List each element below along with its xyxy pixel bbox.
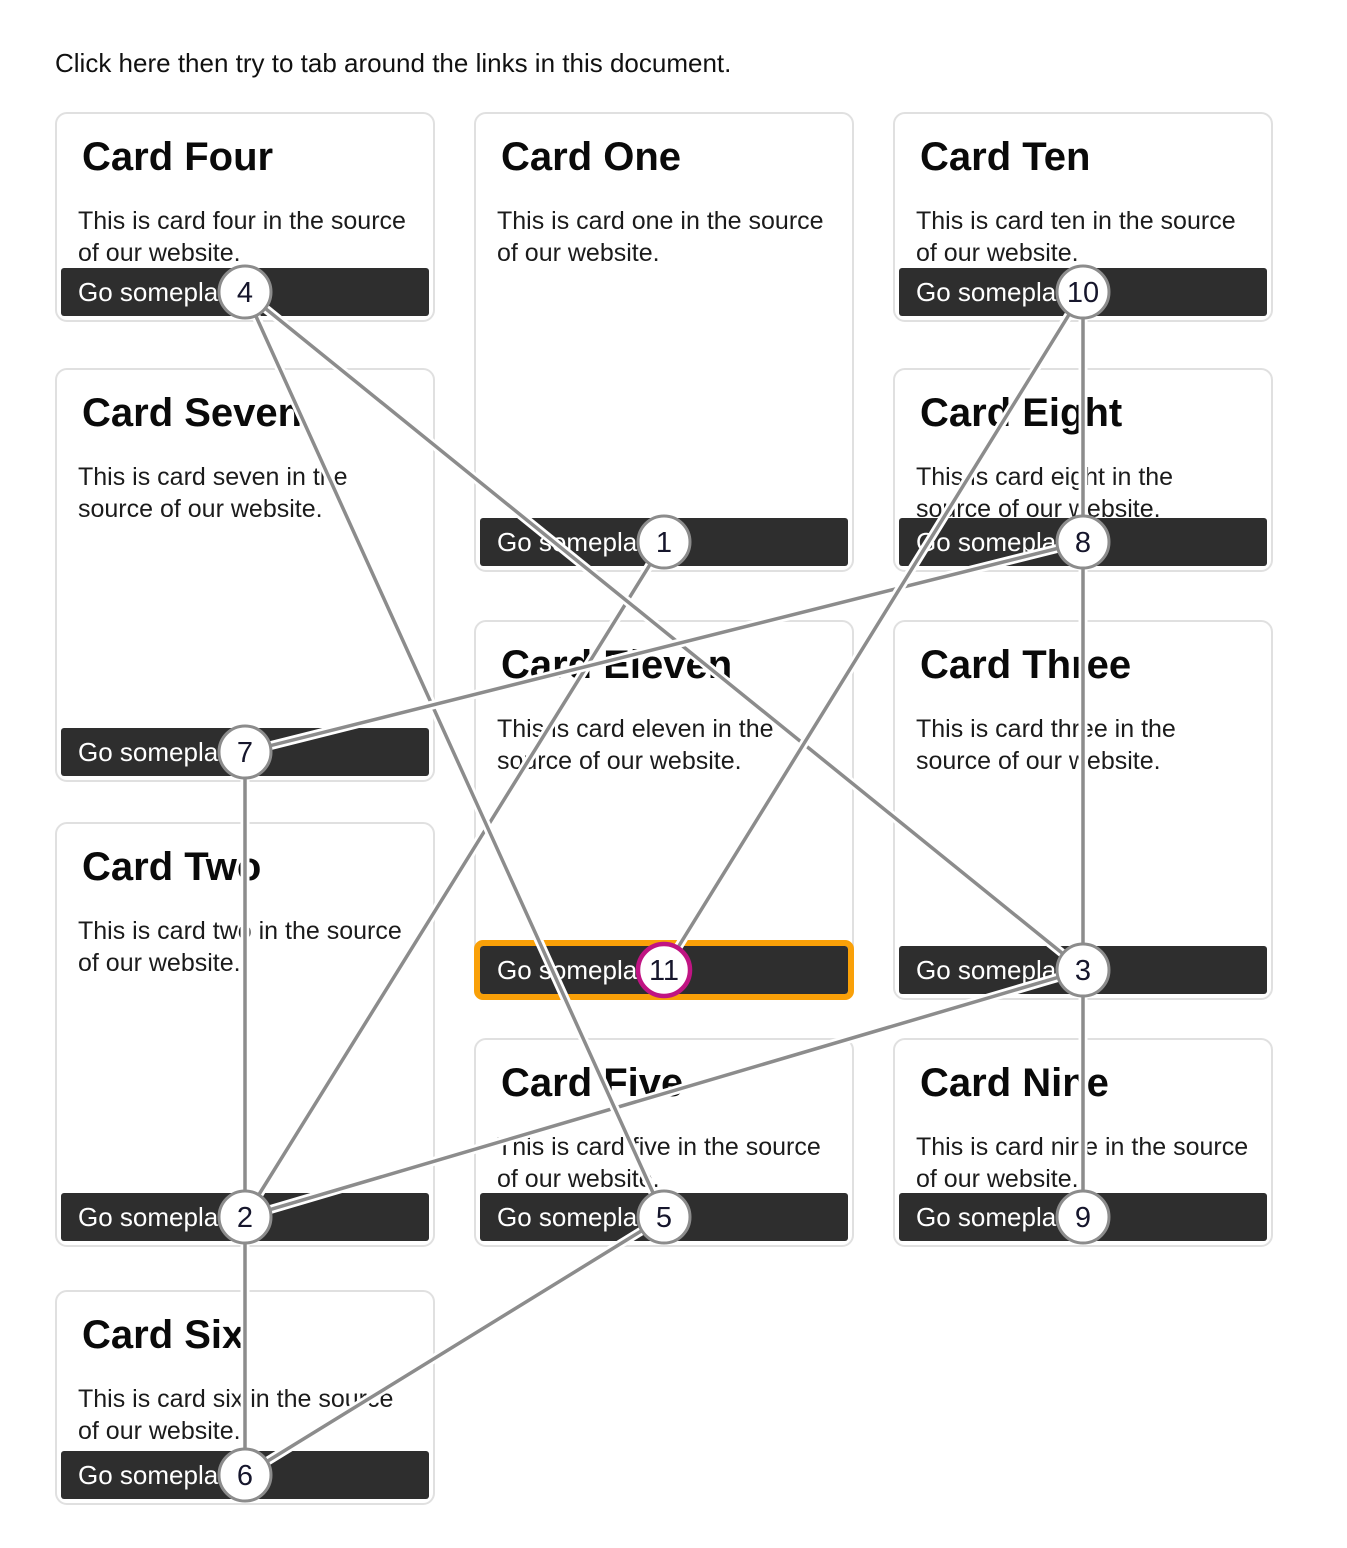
card-title: Card Five bbox=[501, 1061, 684, 1105]
card-two: Card Two This is card two in the source … bbox=[55, 822, 435, 1247]
card-body-text: This is card nine in the source of our w… bbox=[916, 1133, 1249, 1193]
card-eleven: Card Eleven This is card eleven in the s… bbox=[474, 620, 854, 1000]
card-one: Card One This is card one in the source … bbox=[474, 112, 854, 572]
go-someplace-button-card-four[interactable]: Go someplace bbox=[61, 268, 429, 316]
card-title: Card Eight bbox=[920, 391, 1123, 435]
card-body-text: This is card eight in the source of our … bbox=[916, 463, 1174, 523]
card-title: Card Three bbox=[920, 643, 1132, 687]
go-someplace-button-card-seven[interactable]: Go someplace bbox=[61, 728, 429, 776]
card-title: Card Four bbox=[82, 135, 274, 179]
go-someplace-button-card-eleven[interactable]: Go someplace bbox=[474, 940, 854, 1000]
go-someplace-button-card-three[interactable]: Go someplace bbox=[899, 946, 1267, 994]
card-eight: Card Eight This is card eight in the sou… bbox=[893, 368, 1273, 572]
card-body-text: This is card six in the source of our we… bbox=[78, 1385, 394, 1445]
card-body-text: This is card seven in the source of our … bbox=[78, 463, 348, 523]
card-six: Card Six This is card six in the source … bbox=[55, 1290, 435, 1505]
card-body-text: This is card eleven in the source of our… bbox=[497, 715, 774, 775]
go-someplace-button-card-six[interactable]: Go someplace bbox=[61, 1451, 429, 1499]
card-body-text: This is card two in the source of our we… bbox=[78, 917, 402, 977]
card-title: Card Two bbox=[82, 845, 262, 889]
go-someplace-button-card-nine[interactable]: Go someplace bbox=[899, 1193, 1267, 1241]
card-five: Card Five This is card five in the sourc… bbox=[474, 1038, 854, 1247]
go-someplace-button-card-five[interactable]: Go someplace bbox=[480, 1193, 848, 1241]
card-title: Card Seven bbox=[82, 391, 303, 435]
card-body-text: This is card three in the source of our … bbox=[916, 715, 1176, 775]
card-body-text: This is card ten in the source of our we… bbox=[916, 207, 1236, 267]
card-three: Card Three This is card three in the sou… bbox=[893, 620, 1273, 1000]
card-title: Card Eleven bbox=[501, 643, 733, 687]
go-someplace-button-card-two[interactable]: Go someplace bbox=[61, 1193, 429, 1241]
card-nine: Card Nine This is card nine in the sourc… bbox=[893, 1038, 1273, 1247]
card-title: Card Ten bbox=[920, 135, 1091, 179]
card-title: Card Nine bbox=[920, 1061, 1109, 1105]
instruction-text[interactable]: Click here then try to tab around the li… bbox=[55, 48, 732, 78]
go-someplace-button-card-one[interactable]: Go someplace bbox=[480, 518, 848, 566]
card-title: Card Six bbox=[82, 1313, 245, 1357]
card-four: Card Four This is card four in the sourc… bbox=[55, 112, 435, 322]
card-title: Card One bbox=[501, 135, 682, 179]
card-body-text: This is card one in the source of our we… bbox=[497, 207, 824, 267]
card-body-text: This is card five in the source of our w… bbox=[497, 1133, 821, 1193]
card-body-text: This is card four in the source of our w… bbox=[78, 207, 406, 267]
card-seven: Card Seven This is card seven in the sou… bbox=[55, 368, 435, 782]
go-someplace-button-card-ten[interactable]: Go someplace bbox=[899, 268, 1267, 316]
card-ten: Card Ten This is card ten in the source … bbox=[893, 112, 1273, 322]
go-someplace-button-card-eight[interactable]: Go someplace bbox=[899, 518, 1267, 566]
